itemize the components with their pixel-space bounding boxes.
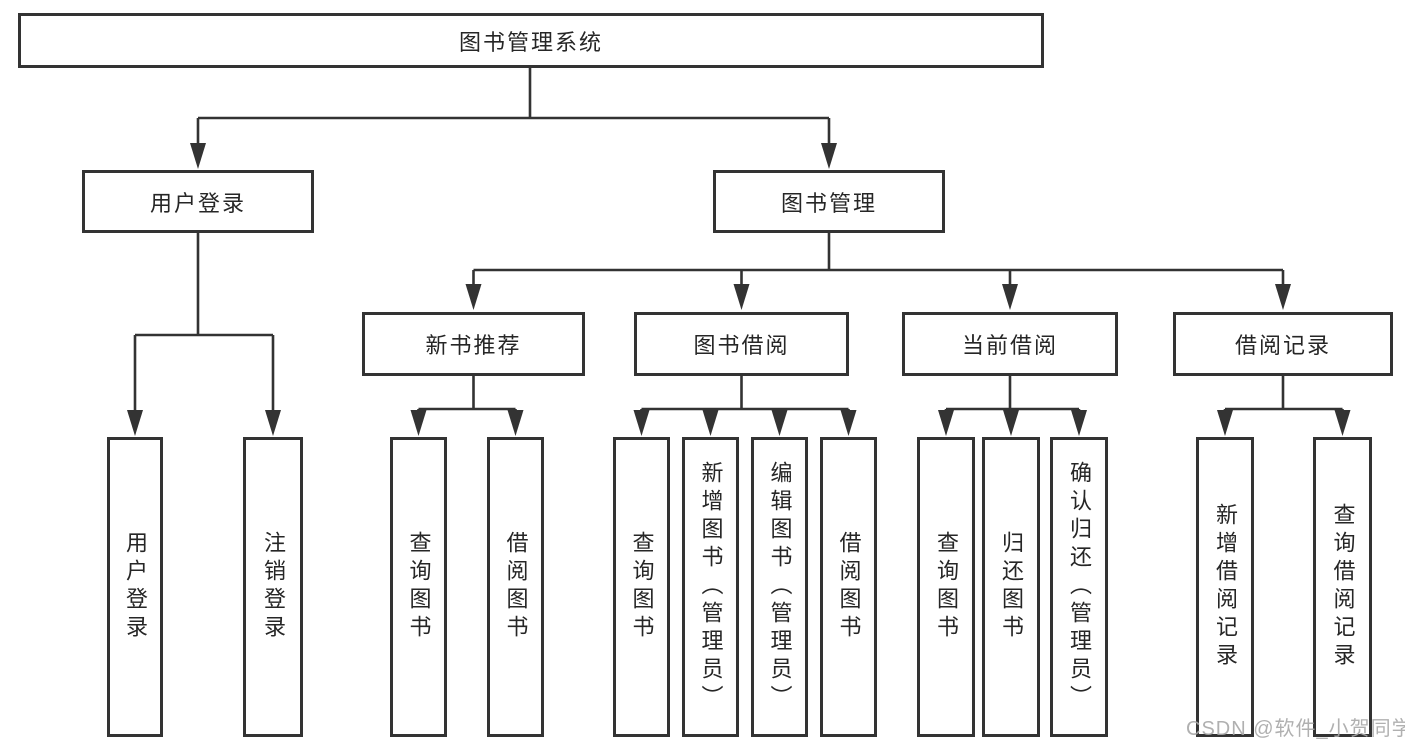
- node-label: 图书借阅: [693, 333, 790, 358]
- node-library-system: 图书管理系统: [18, 13, 1044, 68]
- node-book-borrow: 图书借阅: [634, 312, 849, 376]
- connector-record-children: [1223, 376, 1344, 414]
- connector-current-children: [944, 376, 1081, 414]
- leaf-borrow-book-recommend: 借阅图书: [487, 437, 544, 737]
- leaf-query-book-borrow: 查询图书: [613, 437, 670, 737]
- arrowhead-icon: [410, 410, 427, 436]
- leaf-query-book-current: 查询图书: [917, 437, 975, 737]
- leaf-confirm-return-admin: 确认归还（管理员）: [1050, 437, 1108, 737]
- leaf-borrow-book: 借阅图书: [820, 437, 877, 737]
- arrowhead-icon: [190, 143, 206, 169]
- node-label: 借阅记录: [1234, 333, 1331, 358]
- node-label: 图书管理系统: [458, 29, 603, 55]
- connector-book-mgmt-children: [472, 233, 1285, 287]
- node-label: 图书管理: [780, 190, 877, 216]
- arrowhead-icon: [821, 143, 837, 169]
- leaf-label: 归还图书: [999, 531, 1024, 643]
- arrowhead-icon: [1334, 410, 1351, 436]
- arrowhead-icon: [633, 410, 650, 436]
- leaf-add-borrow-record: 新增借阅记录: [1196, 437, 1254, 737]
- arrowhead-icon: [127, 410, 143, 436]
- arrowhead-icon: [1071, 410, 1087, 436]
- leaf-logout: 注销登录: [243, 437, 303, 737]
- node-new-book-recommend: 新书推荐: [362, 312, 585, 376]
- arrowhead-icon: [1002, 284, 1018, 310]
- arrowhead-icon: [733, 284, 750, 310]
- leaf-label: 查询图书: [406, 531, 432, 643]
- node-label: 当前借阅: [961, 333, 1058, 358]
- leaf-label: 借阅图书: [836, 531, 862, 643]
- node-borrow-record: 借阅记录: [1173, 312, 1393, 376]
- leaf-label: 确认归还（管理员）: [1067, 461, 1092, 713]
- leaf-user-login: 用户登录: [107, 437, 163, 737]
- node-user-login: 用户登录: [82, 170, 314, 233]
- node-label: 新书推荐: [425, 333, 522, 358]
- arrowhead-icon: [1275, 284, 1291, 310]
- connector-root-to-level2: [196, 68, 831, 146]
- node-label: 用户登录: [149, 190, 246, 216]
- leaf-label: 查询借阅记录: [1330, 503, 1356, 671]
- arrowhead-icon: [1217, 410, 1233, 436]
- arrowhead-icon: [702, 410, 719, 436]
- leaf-label: 用户登录: [123, 531, 148, 643]
- csdn-watermark: CSDN @软件_小贺同学: [1186, 718, 1405, 740]
- leaf-return-book: 归还图书: [982, 437, 1040, 737]
- node-current-borrow: 当前借阅: [902, 312, 1118, 376]
- connector-user-login-children: [133, 233, 275, 413]
- leaf-query-borrow-record: 查询借阅记录: [1313, 437, 1372, 737]
- leaf-label: 新增图书（管理员）: [698, 461, 724, 713]
- arrowhead-icon: [265, 410, 281, 436]
- connector-recommend-children: [417, 376, 517, 414]
- connector-borrow-children: [640, 376, 850, 414]
- arrowhead-icon: [938, 410, 954, 436]
- leaf-add-book-admin: 新增图书（管理员）: [682, 437, 739, 737]
- arrowhead-icon: [1003, 410, 1019, 436]
- arrowhead-icon: [840, 410, 857, 436]
- arrowhead-icon: [465, 284, 482, 310]
- leaf-query-book-recommend: 查询图书: [390, 437, 447, 737]
- arrowhead-icon: [771, 410, 788, 436]
- leaf-label: 查询图书: [934, 531, 959, 643]
- arrowhead-icon: [507, 410, 524, 436]
- leaf-label: 注销登录: [261, 531, 286, 643]
- leaf-label: 查询图书: [629, 531, 655, 643]
- leaf-label: 新增借阅记录: [1213, 503, 1238, 671]
- node-book-management: 图书管理: [713, 170, 945, 233]
- leaf-edit-book-admin: 编辑图书（管理员）: [751, 437, 808, 737]
- leaf-label: 借阅图书: [503, 531, 529, 643]
- leaf-label: 编辑图书（管理员）: [767, 461, 793, 713]
